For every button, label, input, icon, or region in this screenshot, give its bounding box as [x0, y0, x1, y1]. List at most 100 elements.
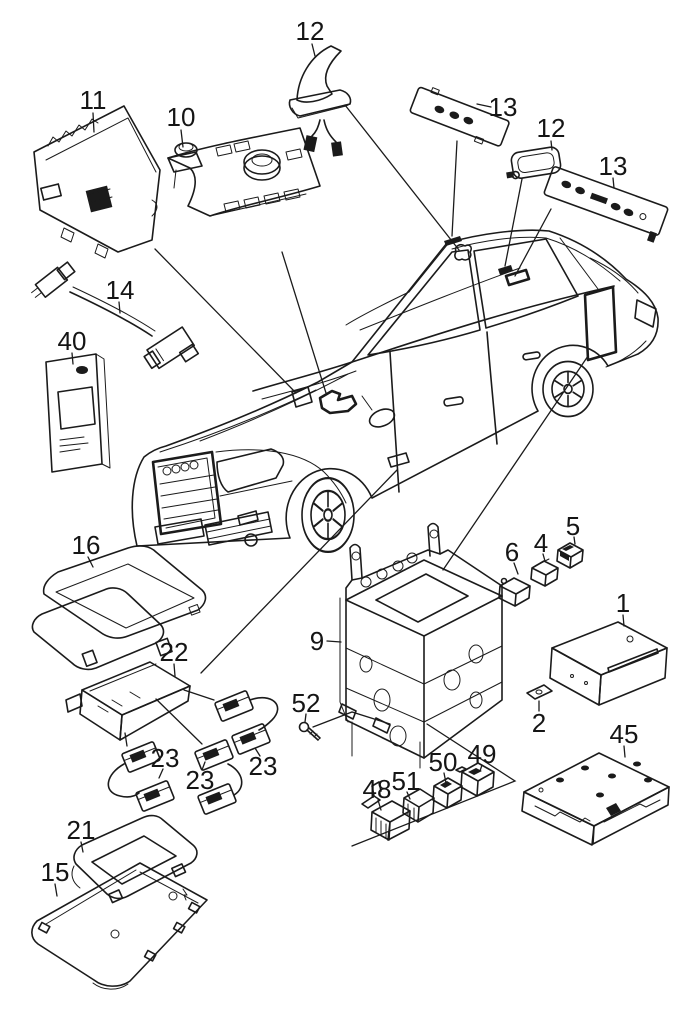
callout-label-1-15: 1: [616, 588, 630, 618]
connector-line-3: [344, 104, 460, 251]
callout-label-52-11: 52: [292, 688, 321, 718]
car-drawing: [131, 229, 659, 554]
connector-line-7: [442, 355, 589, 571]
marker-roof-front: [444, 236, 462, 246]
callout-leader-9-10: [326, 640, 342, 643]
connector-lines-layer: [124, 104, 589, 847]
callout-label-40-7: 40: [58, 326, 87, 356]
callout-leader-6-12: [513, 562, 519, 575]
callout-leaders-layer: [54, 43, 626, 897]
callout-leader-23-23: [201, 761, 206, 771]
callout-label-51-20: 51: [392, 766, 421, 796]
marker-rear-quarter: [583, 285, 618, 362]
marker-dashboard: [318, 389, 358, 415]
connector-line-4: [451, 140, 458, 237]
part-15-plate-drawing: [31, 862, 208, 990]
callout-label-4-13: 4: [534, 528, 548, 558]
part-49-drawing: [455, 762, 495, 797]
callout-leader-5-14: [573, 536, 576, 545]
callout-label-10-1: 10: [167, 102, 196, 132]
part-45-amp-drawing: [521, 752, 670, 846]
callout-leader-40-7: [71, 352, 74, 365]
callout-leader-49-18: [479, 764, 483, 772]
part-23-adapter-c: [213, 689, 279, 756]
callout-leader-21-25: [80, 841, 84, 853]
part-4-drawing: [530, 558, 559, 587]
part-48-drawing: [361, 781, 411, 841]
marker-roof-blob: [454, 244, 472, 261]
callout-label-48-21: 48: [363, 774, 392, 804]
part-21-bracket-drawing: [71, 814, 198, 904]
part-1-radio-drawing: [549, 621, 668, 706]
callout-label-9-10: 9: [310, 626, 324, 656]
part-11-drawing: [33, 105, 161, 259]
connector-line-2: [281, 251, 327, 394]
callout-leader-15-26: [54, 883, 58, 897]
part-23-adapter-a: [107, 740, 176, 813]
callout-label-16-8: 16: [72, 530, 101, 560]
connector-line-5: [504, 178, 523, 267]
part-23-adapter-b: [193, 738, 243, 816]
part-2-bracket-drawing: [526, 684, 553, 700]
part-14-cable-drawing: [31, 261, 200, 370]
callout-leader-1-15: [622, 614, 625, 627]
audi-rings-icon: [162, 460, 199, 476]
callout-leader-48-21: [377, 799, 382, 811]
connector-line-6: [514, 208, 552, 277]
part-40-manual-drawing: [45, 353, 111, 473]
callout-leader-11-0: [92, 112, 95, 133]
part-6-drawing: [498, 577, 531, 607]
callout-leader-52-11: [304, 713, 307, 723]
callout-label-45-17: 45: [610, 719, 639, 749]
callout-label-22-9: 22: [160, 637, 189, 667]
connector-line-1: [154, 248, 297, 394]
callout-label-12-2: 12: [296, 16, 325, 46]
marker-roof-rear: [504, 268, 531, 287]
marker-door-sill: [387, 452, 410, 468]
part-5-drawing: [556, 542, 584, 569]
part-52-screw-drawing: [298, 721, 321, 741]
callout-label-49-18: 49: [468, 739, 497, 769]
callout-leader-16-8: [87, 556, 94, 568]
part-9-frame-drawing: [338, 522, 503, 769]
marker-roof-mid: [498, 265, 513, 275]
callout-label-14-6: 14: [106, 275, 135, 305]
callout-leader-14-6: [118, 301, 121, 314]
connector-line-10: [351, 723, 517, 847]
callout-leader-12-2: [311, 43, 316, 57]
connector-line-12: [183, 689, 215, 701]
callout-label-11-0: 11: [80, 85, 107, 115]
callout-label-5-14: 5: [566, 511, 580, 541]
callout-label-50-19: 50: [429, 747, 458, 777]
rear-wheel: [542, 360, 594, 418]
callout-leader-23-24: [254, 747, 261, 757]
callout-leader-13-3: [476, 103, 492, 108]
callout-label-23-22: 23: [151, 743, 180, 773]
part-12b-drawing: [506, 146, 562, 180]
callout-label-12-4: 12: [537, 113, 566, 143]
marker-windshield: [291, 386, 313, 408]
part-10-drawing: [167, 127, 321, 217]
part-16-tray-drawing: [31, 545, 207, 671]
callout-leader-4-13: [542, 553, 546, 562]
callout-leader-13-5: [612, 177, 615, 189]
callout-leader-51-20: [406, 791, 411, 800]
callout-label-13-5: 13: [599, 151, 628, 181]
part-12-antenna-drawing: [288, 45, 352, 157]
callout-label-23-23: 23: [186, 765, 215, 795]
front-wheel: [301, 476, 355, 554]
callout-leader-45-17: [623, 745, 626, 758]
callout-leader-12-4: [550, 140, 553, 151]
callout-label-13-3: 13: [489, 92, 518, 122]
callout-label-6-12: 6: [505, 537, 519, 567]
callout-leader-23-22: [158, 768, 164, 779]
callout-label-23-24: 23: [249, 751, 278, 781]
part-13a-drawing: [409, 86, 510, 147]
part-13b-drawing: [543, 166, 669, 243]
callout-label-2-16: 2: [532, 708, 546, 738]
connector-line-9: [312, 711, 391, 728]
callout-label-15-26: 15: [41, 857, 70, 887]
